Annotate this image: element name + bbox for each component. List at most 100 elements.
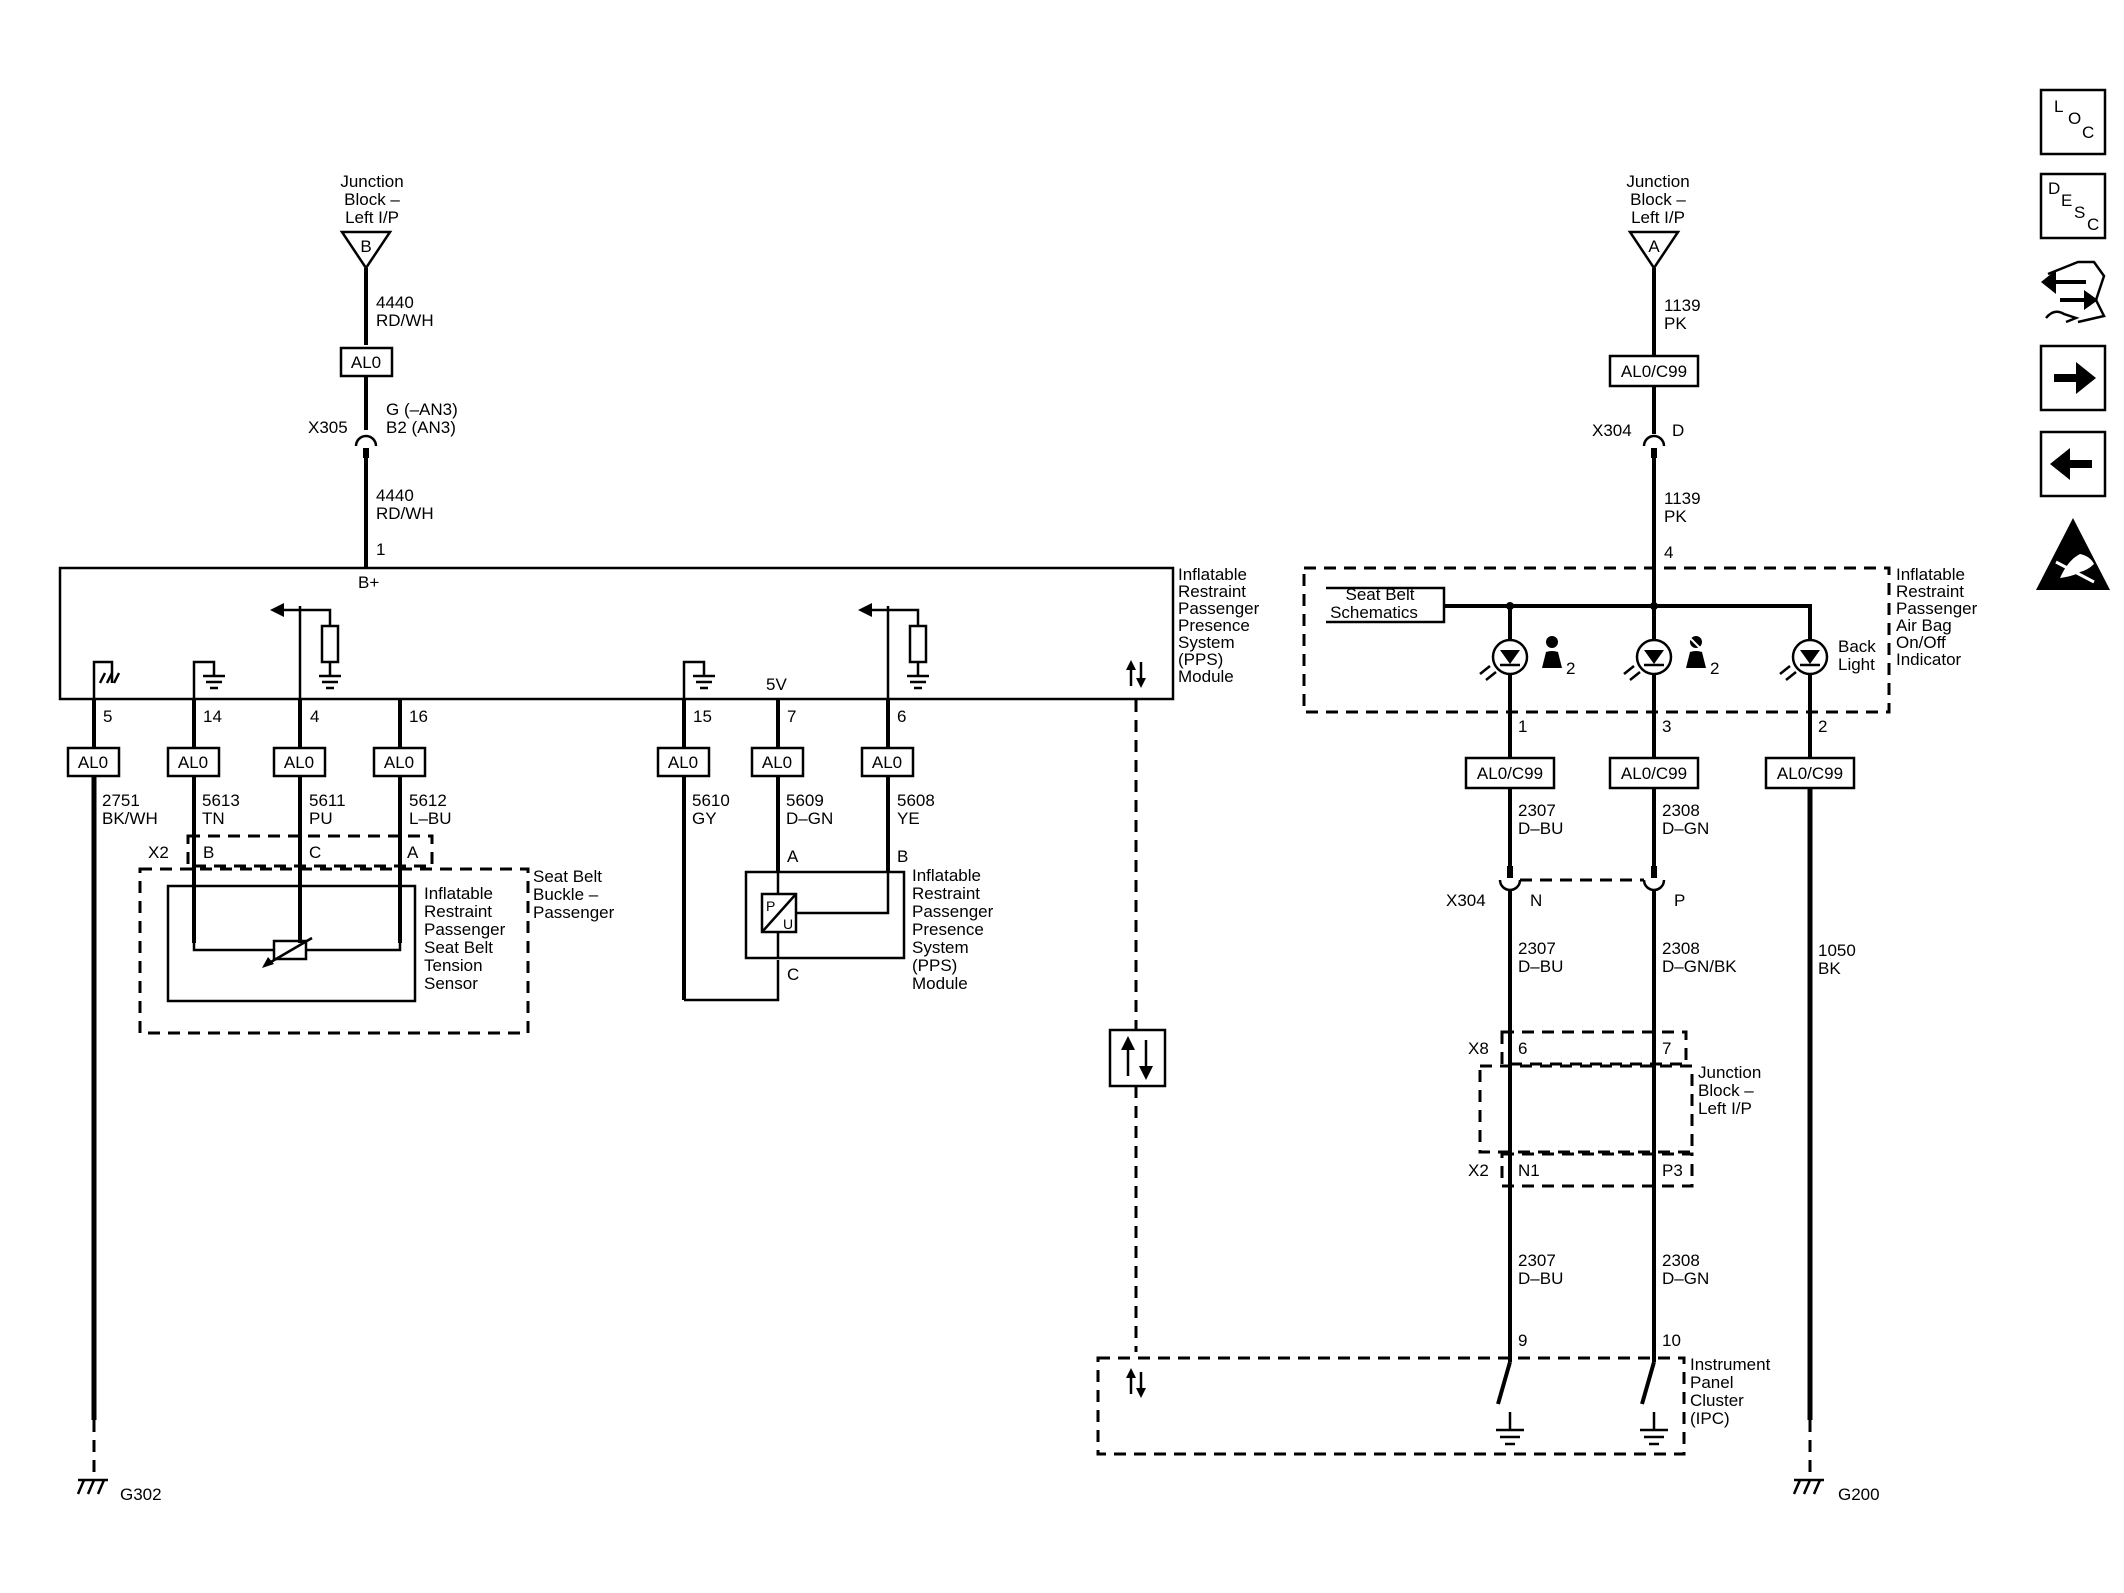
tension-sensor-label: Inflatable Restraint Passenger Seat Belt… (424, 884, 506, 993)
svg-text:Seat Belt: Seat Belt (533, 867, 602, 886)
g302-ground-symbol (76, 1478, 108, 1495)
serial-data-link-icon (1108, 1028, 1167, 1088)
svg-text:BK/WH: BK/WH (102, 809, 158, 828)
svg-text:X2: X2 (1468, 1161, 1489, 1180)
x305-connector: X305 G (–AN3) B2 (AN3) (308, 400, 458, 458)
g200-ground-symbol (1792, 1478, 1824, 1495)
x305-pin-1: G (–AN3) (386, 400, 458, 419)
previous-page-icon[interactable] (2039, 430, 2107, 498)
junction-block-label: Junction Block – Left I/P (1698, 1063, 1761, 1118)
ipc-switch-ground-2 (1640, 1361, 1668, 1446)
pullup-resistor (320, 624, 340, 664)
svg-text:D–GN: D–GN (1662, 819, 1709, 838)
pps-sensor-box (744, 870, 906, 960)
g302-label: G302 (120, 1485, 162, 1504)
svg-text:Passenger: Passenger (1896, 599, 1978, 618)
x305-label: X305 (308, 418, 348, 437)
svg-text:9: 9 (1518, 1331, 1527, 1350)
svg-text:AL0: AL0 (762, 753, 792, 772)
seat-belt-buckle-box (138, 867, 530, 1035)
right-wire3-labels: 2307 D–BU 2308 D–GN (1518, 1251, 1709, 1288)
svg-text:Passenger: Passenger (533, 903, 615, 922)
svg-text:Restraint: Restraint (912, 884, 980, 903)
svg-text:N1: N1 (1518, 1161, 1540, 1180)
loc-button[interactable]: L O C (2039, 88, 2107, 156)
svg-text:X8: X8 (1468, 1039, 1489, 1058)
signal-ground-symbol-14 (192, 660, 216, 699)
svg-text:Seat Belt: Seat Belt (424, 938, 493, 957)
right-wire2-labels: 2307 D–BU 2308 D–GN/BK (1518, 939, 1737, 976)
led-backlight (1654, 604, 1829, 712)
airbag-indicator-label: Inflatable Restraint Passenger Air Bag O… (1896, 565, 1978, 669)
airbag-on-icon: 2 (1542, 636, 1575, 678)
svg-text:Inflatable: Inflatable (1896, 565, 1965, 584)
svg-text:10: 10 (1662, 1331, 1681, 1350)
svg-text:5613: 5613 (202, 791, 240, 810)
right-wire-labels: 2307 D–BU 2308 D–GN 1050 BK (1518, 801, 1856, 978)
airbag-indicator-box (1302, 566, 1891, 714)
svg-text:AL0: AL0 (668, 753, 698, 772)
svg-text:Junction: Junction (1698, 1063, 1761, 1082)
svg-text:2307: 2307 (1518, 939, 1556, 958)
svg-text:Buckle –: Buckle – (533, 885, 599, 904)
left-module-pin-1: 1 (376, 540, 385, 559)
signal-ground-symbol-15 (682, 660, 706, 699)
svg-text:A: A (1648, 237, 1660, 256)
svg-text:Left I/P: Left I/P (1631, 208, 1685, 227)
svg-text:Inflatable: Inflatable (1178, 565, 1247, 584)
svg-text:Cluster: Cluster (1690, 1391, 1744, 1410)
svg-text:Passenger: Passenger (912, 902, 994, 921)
led-on-indicator (1623, 606, 1673, 712)
svg-text:On/Off: On/Off (1896, 633, 1946, 652)
svg-text:AL0: AL0 (384, 753, 414, 772)
svg-text:Panel: Panel (1690, 1373, 1733, 1392)
svg-text:Schematics: Schematics (1330, 603, 1418, 622)
svg-text:AL0/C99: AL0/C99 (1477, 764, 1543, 783)
airbag-off-icon: 2 (1686, 635, 1719, 678)
g200-label: G200 (1838, 1485, 1880, 1504)
svg-text:6: 6 (897, 707, 906, 726)
desc-button[interactable]: D E S C (2039, 172, 2107, 240)
left-wire-top-color: RD/WH (376, 311, 434, 330)
svg-text:5608: 5608 (897, 791, 935, 810)
svg-text:C: C (309, 843, 321, 862)
right-pin-columns: 1 3 2 (1518, 717, 1827, 736)
svg-text:7: 7 (1662, 1039, 1671, 1058)
led-off-indicator (1479, 606, 1529, 712)
right-option-boxes: AL0/C99 AL0/C99 AL0/C99 (1464, 756, 1856, 790)
seat-belt-buckle-label: Seat Belt Buckle – Passenger (533, 867, 615, 922)
right-wire-mid-num: 1139 (1664, 489, 1701, 508)
svg-text:O: O (2068, 109, 2081, 128)
svg-text:Inflatable: Inflatable (424, 884, 493, 903)
svg-text:4: 4 (310, 707, 319, 726)
x304-connector-top: X304 D (1592, 421, 1684, 458)
svg-text:E: E (2061, 191, 2072, 210)
left-junction-pin: B (360, 237, 371, 256)
svg-text:TN: TN (202, 809, 225, 828)
svg-text:2308: 2308 (1662, 801, 1700, 820)
svg-text:L: L (2054, 97, 2063, 116)
esd-warning-icon[interactable] (2036, 518, 2110, 590)
svg-text:P: P (766, 898, 775, 914)
svg-text:Tension: Tension (424, 956, 483, 975)
svg-text:BK: BK (1818, 959, 1841, 978)
svg-text:(PPS): (PPS) (912, 956, 957, 975)
x305-pin-2: B2 (AN3) (386, 418, 456, 437)
chassis-ground-symbol (92, 660, 114, 699)
svg-text:2307: 2307 (1518, 801, 1556, 820)
next-page-icon[interactable] (2039, 344, 2107, 412)
svg-text:L–BU: L–BU (409, 809, 452, 828)
svg-text:P3: P3 (1662, 1161, 1683, 1180)
svg-text:A: A (407, 843, 419, 862)
svg-text:System: System (1178, 633, 1235, 652)
svg-text:AL0/C99: AL0/C99 (1621, 764, 1687, 783)
component-connector-icon[interactable] (2041, 260, 2106, 324)
svg-text:YE: YE (897, 809, 920, 828)
svg-text:X304: X304 (1446, 891, 1486, 910)
left-wire-labels: 2751 BK/WH 5613 TN 5611 PU 5612 L–BU 561… (102, 791, 935, 828)
svg-text:2751: 2751 (102, 791, 140, 810)
svg-text:Left I/P: Left I/P (1698, 1099, 1752, 1118)
svg-text:System: System (912, 938, 969, 957)
svg-text:Presence: Presence (912, 920, 984, 939)
